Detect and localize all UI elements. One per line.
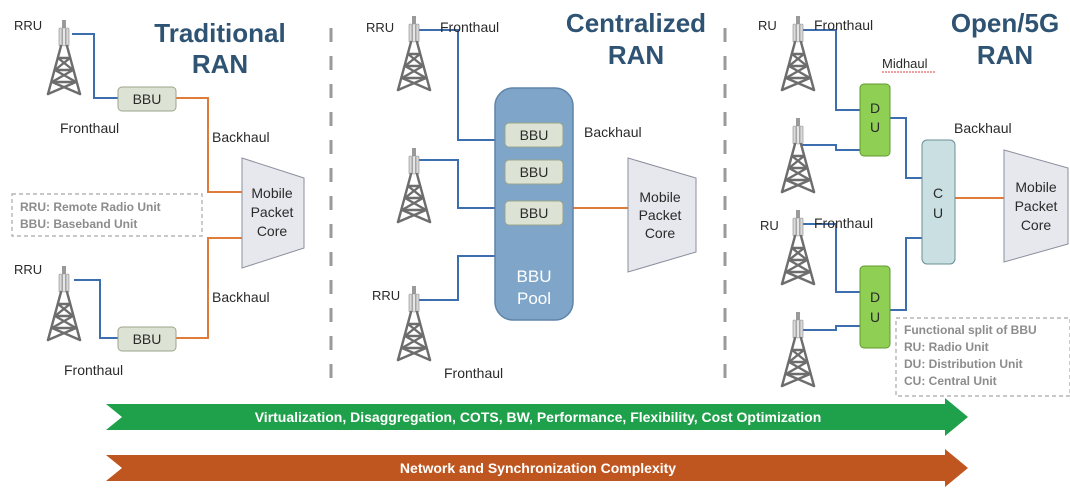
traditional-rru-bottom-label: RRU [14, 262, 42, 277]
centralized-core-line2: Packet [639, 207, 682, 223]
traditional-core-line3: Core [257, 223, 288, 239]
tower-icon [780, 310, 816, 388]
centralized-core-line1: Mobile [639, 189, 680, 205]
traditional-legend-line2: BBU: Baseband Unit [20, 217, 137, 231]
open5g-legend-line4: CU: Central Unit [904, 374, 997, 388]
traditional-fronthaul-bottom-label: Fronthaul [64, 362, 123, 378]
centralized-bbu-1-label: BBU [520, 127, 549, 143]
traditional-fronthaul-lines [72, 33, 118, 339]
orange-arrow-text: Network and Synchronization Complexity [400, 460, 676, 476]
traditional-core-line1: Mobile [251, 185, 292, 201]
open5g-backhaul-label: Backhaul [954, 120, 1012, 136]
green-arrow-text: Virtualization, Disaggregation, COTS, BW… [255, 409, 822, 425]
open5g-legend-line1: Functional split of BBU [904, 323, 1037, 337]
centralized-bbu-3 [504, 200, 564, 226]
traditional-core-line2: Packet [251, 204, 294, 220]
traditional-rru-top-label: RRU [14, 18, 42, 33]
du-top [859, 83, 891, 157]
centralized-backhaul-label: Backhaul [584, 124, 642, 140]
tower-icon [46, 264, 82, 342]
traditional-legend-box [11, 193, 203, 237]
centralized-fronthaul-lines [418, 29, 505, 301]
centralized-rru-top-label: RRU [366, 20, 394, 35]
tower-icon [780, 116, 816, 194]
open5g-fronthaul-mid-label: Fronthaul [814, 215, 873, 231]
du-bottom-d: D [870, 289, 880, 305]
open5g-ru-top-label: RU [758, 18, 777, 33]
du-bottom-u: U [870, 309, 880, 325]
du-top-d: D [870, 100, 880, 116]
cu-box [921, 139, 956, 265]
open5g-title-line2: RAN [977, 40, 1033, 70]
centralized-title-line1: Centralized [566, 8, 706, 38]
tower-icon [46, 18, 82, 96]
traditional-backhaul-bottom-label: Backhaul [212, 289, 270, 305]
open5g-ru-mid-label: RU [760, 218, 779, 233]
bbu-pool-label-line1: BBU [517, 267, 552, 286]
open5g-fronthaul-top-label: Fronthaul [814, 17, 873, 33]
centralized-fronthaul-bottom-label: Fronthaul [444, 365, 503, 381]
centralized-core-line3: Core [645, 225, 676, 241]
open5g-legend-line2: RU: Radio Unit [904, 340, 989, 354]
bbu-pool-label-line2: Pool [517, 289, 551, 308]
traditional-bbu-top [117, 86, 177, 112]
centralized-fronthaul-top-label: Fronthaul [440, 19, 499, 35]
open5g-fronthaul-lines [802, 29, 860, 331]
traditional-legend-line1: RRU: Remote Radio Unit [20, 200, 161, 214]
open5g-legend-box [895, 317, 1070, 397]
centralized-bbu-1 [504, 122, 564, 148]
cu-u: U [933, 205, 943, 221]
tower-icon [780, 14, 816, 92]
tower-icon [396, 284, 432, 362]
centralized-bbu-2-label: BBU [520, 164, 549, 180]
traditional-backhaul-lines [176, 97, 242, 339]
open5g-core-line1: Mobile [1015, 179, 1056, 195]
open5g-core-line2: Packet [1015, 198, 1058, 214]
traditional-backhaul-top-label: Backhaul [212, 129, 270, 145]
traditional-bbu-bottom-label: BBU [133, 331, 162, 347]
traditional-title-line1: Traditional [154, 18, 285, 48]
open5g-title-line1: Open/5G [951, 8, 1059, 38]
du-bottom [859, 265, 891, 349]
cu-c: C [933, 185, 943, 201]
du-top-u: U [870, 119, 880, 135]
centralized-bbu-2 [504, 159, 564, 185]
orange-complexity-arrow [106, 449, 968, 487]
centralized-title-line2: RAN [608, 40, 664, 70]
centralized-bbu-3-label: BBU [520, 205, 549, 221]
green-benefits-arrow [106, 398, 968, 436]
centralized-rru-bottom-label: RRU [372, 288, 400, 303]
tower-icon [780, 208, 816, 286]
open5g-legend-line3: DU: Distribution Unit [904, 357, 1023, 371]
traditional-bbu-top-label: BBU [133, 91, 162, 107]
tower-icon [396, 14, 432, 92]
centralized-mobile-packet-core [627, 157, 697, 273]
open5g-core-line3: Core [1021, 217, 1052, 233]
traditional-fronthaul-top-label: Fronthaul [60, 120, 119, 136]
traditional-mobile-packet-core [241, 157, 305, 269]
open5g-midhaul-label: Midhaul [882, 56, 928, 71]
open5g-mobile-packet-core [1003, 149, 1069, 263]
open5g-midhaul-lines [890, 117, 922, 311]
traditional-bbu-bottom [117, 326, 177, 352]
traditional-title-line2: RAN [192, 49, 248, 79]
